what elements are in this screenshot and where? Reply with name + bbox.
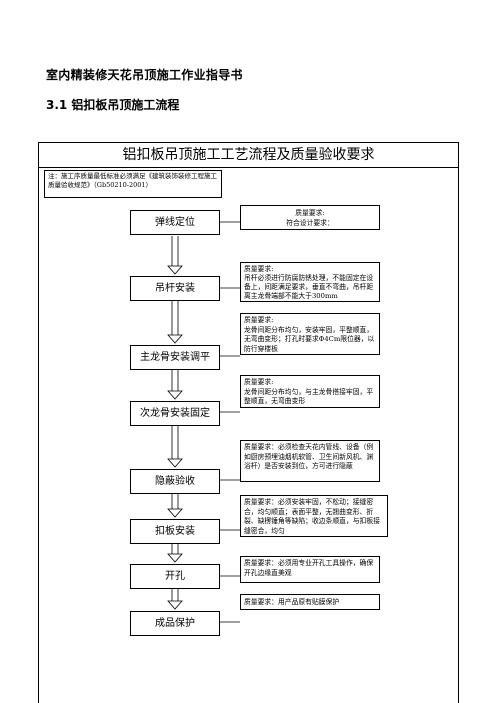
requirement-box: 质量要求: 龙骨间距分布均匀，安装牢固，平整顺直，无弯曲变形；打孔时要求Φ4Cm… <box>240 313 380 355</box>
flowchart-frame <box>38 142 459 703</box>
arrow-4 <box>167 426 183 468</box>
requirement-box: 质量要求：必须安装牢固，不松动；接缝密合，均匀顺直；表面平整，无翘曲变形、折裂、… <box>240 495 388 537</box>
step-box: 主龙骨安装调平 <box>130 345 220 370</box>
requirement-box: 质量要求: 吊杆必须进行防腐防锈处理，不能固定在设备上，间距满足要求，垂直不弯曲… <box>240 262 380 302</box>
arrow-6 <box>167 543 183 563</box>
arrow-5 <box>167 493 183 518</box>
step-box: 成品保护 <box>130 611 220 636</box>
step-box: 吊杆安装 <box>130 276 220 301</box>
flowchart-title: 铝扣板吊顶施工工艺流程及质量验收要求 <box>38 142 459 168</box>
step-box: 次龙骨安装固定 <box>130 401 220 426</box>
arrow-3 <box>167 370 183 400</box>
arrow-7 <box>167 589 183 610</box>
document-heading: 室内精装修天花吊顶施工作业指导书 <box>46 68 243 82</box>
arrow-1 <box>167 236 183 275</box>
step-box: 开孔 <box>130 564 220 589</box>
requirement-box: 质量要求: 符合设计要求： <box>240 205 380 230</box>
section-heading: 3.1 铝扣板吊顶施工流程 <box>46 98 180 112</box>
step-box: 弹线定位 <box>130 210 220 235</box>
requirement-box: 质量要求：必须检查天花内管线、设备（例如厨房预埋油烟机软管、卫生间新风机、渊浴杆… <box>240 440 380 482</box>
requirement-box: 质量要求：必须用专业开孔工具操作，确保开孔边缘直美观 <box>240 556 380 583</box>
requirement-box: 质量要求: 龙骨间距分布均匀，与主龙骨搭接牢固，平整顺直，无弯曲变形 <box>240 375 380 408</box>
step-box: 扣板安装 <box>130 519 220 544</box>
requirement-box: 质量要求：用产品原有贴膜保护 <box>240 594 380 610</box>
arrow-2 <box>167 301 183 344</box>
step-box: 隐蔽验收 <box>130 469 220 494</box>
standard-note: 注：施工序质量最低标准必须满足《建筑装饰装修工程施工质量验收规范》（Gb5021… <box>44 170 222 198</box>
